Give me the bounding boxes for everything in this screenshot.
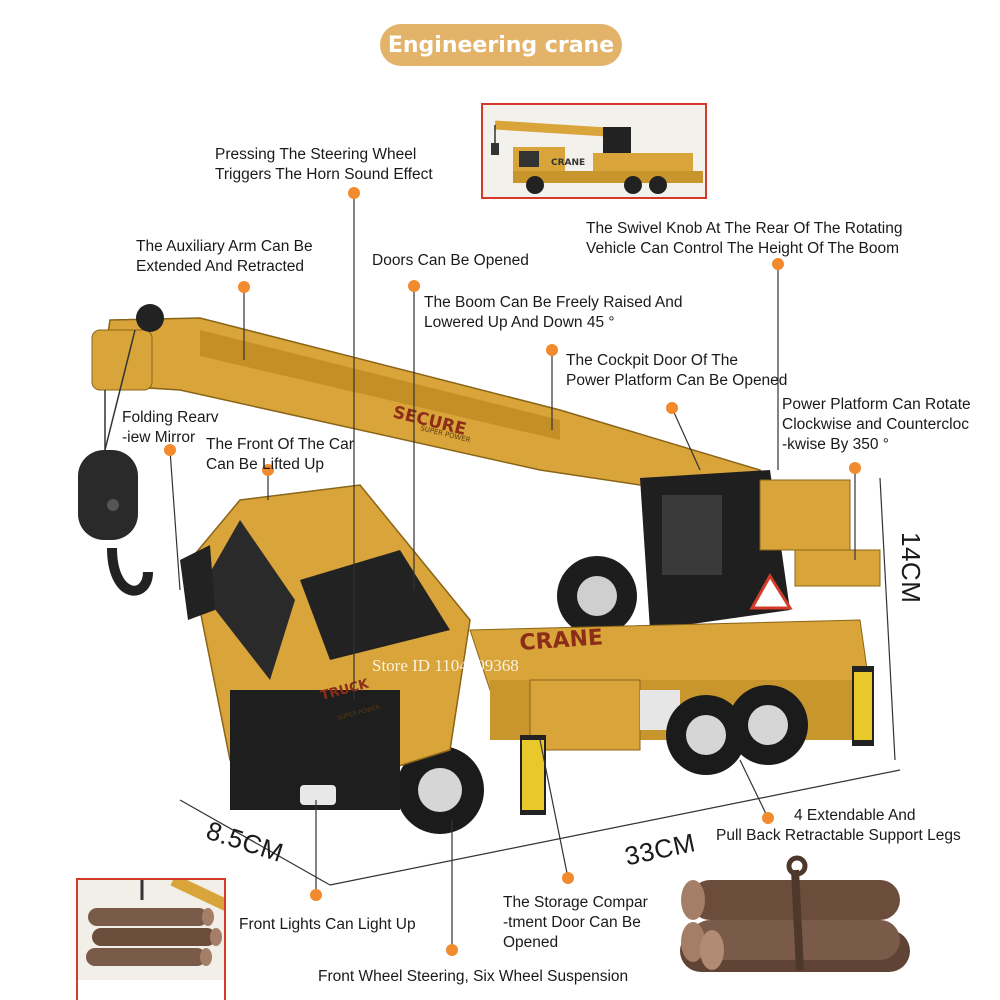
hook <box>78 329 153 596</box>
callout-dots <box>164 187 861 956</box>
label-swivel-knob: The Swivel Knob At The Rear Of The Rotat… <box>586 220 903 257</box>
label-front-lights: Front Lights Can Light Up <box>239 916 416 933</box>
wheels <box>396 685 808 834</box>
thumbnail-logs-hook <box>76 878 226 1000</box>
boom <box>91 304 762 501</box>
body-crane-text: CRANE <box>519 625 604 656</box>
thumb-crane-text: CRANE <box>551 158 585 168</box>
label-doors: Doors Can Be Opened <box>372 252 529 269</box>
thumbnail-logs-illustration <box>78 880 224 1000</box>
thumbnail-crane-illustration: CRANE <box>483 105 705 197</box>
power-platform <box>557 470 881 636</box>
label-steering: Front Wheel Steering, Six Wheel Suspensi… <box>318 968 629 985</box>
dimension-height: 14CM <box>896 532 926 604</box>
truck-cab <box>180 484 471 810</box>
logs-accessory <box>680 855 910 972</box>
label-mirror: Folding Rearv-iew Mirror <box>122 409 219 446</box>
store-watermark: Store ID 1104409368 <box>372 656 519 675</box>
thumbnail-crane-full: CRANE <box>481 103 707 199</box>
page-title: Engineering crane <box>380 24 622 66</box>
